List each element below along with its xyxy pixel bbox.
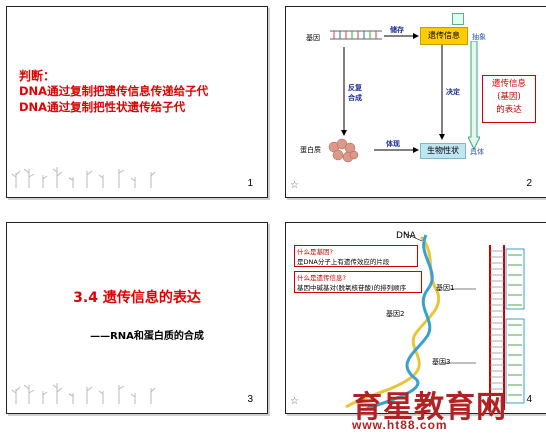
slide-2[interactable]: 基因 储存 遗传信息 抽象 反复 合成 决定 遗传信息 (基因) 的表达 蛋白质 (285, 6, 546, 198)
concrete-label: 具体 (470, 148, 484, 156)
abstract-to-concrete-arrow (468, 41, 480, 151)
star-icon: ☆ (290, 396, 299, 407)
watermark-url: www.ht88.com (352, 418, 448, 432)
sequence-ladder-icon (482, 245, 526, 410)
flow-arrows (341, 33, 445, 153)
slide1-heading: 判断： (19, 69, 56, 83)
plant-decoration-icon (11, 167, 156, 188)
arrow-left-label-1: 反复 (348, 84, 362, 92)
arrow-manifest-label: 体现 (386, 140, 400, 148)
protein-label: 蛋白质 (300, 146, 321, 154)
gene2-label: 基因2 (386, 310, 405, 318)
question-2: 什么是遗传信息? (297, 274, 346, 282)
callout-line-3: 的表达 (496, 105, 522, 115)
trait-box: 生物性状 (420, 143, 466, 159)
slide3-title: 3.4 遗传信息的表达 (73, 290, 201, 306)
page-number: 3 (247, 394, 253, 405)
frame-icon (452, 13, 464, 25)
info-question-box: 什么是遗传信息? 基因中碱基对(脱氧核苷酸)的排列顺序 (294, 271, 422, 293)
arrow-decide-label: 决定 (446, 88, 460, 96)
genetic-info-box: 遗传信息 (420, 27, 468, 45)
abstract-label: 抽象 (472, 33, 486, 41)
dna-strip-icon (330, 30, 382, 40)
protein-blob-icon (328, 138, 359, 163)
gene-label: 基因 (306, 34, 320, 42)
slide-4[interactable]: DNA 什么是基因? 是DNA分子上有遗传效应的片段 什么是遗传信息? 基因中碱… (285, 222, 546, 414)
callout-line-1: 遗传信息 (491, 79, 526, 89)
answer-2: 基因中碱基对(脱氧核苷酸)的排列顺序 (297, 284, 407, 292)
answer-1: 是DNA分子上有遗传效应的片段 (297, 258, 390, 266)
arrow-store-label: 储存 (390, 26, 404, 34)
slide-3[interactable]: 3.4 遗传信息的表达 ——RNA和蛋白质的合成 3 (6, 222, 268, 414)
star-icon: ☆ (290, 180, 299, 191)
gene-question-box: 什么是基因? 是DNA分子上有遗传效应的片段 (294, 245, 418, 267)
gene3-label: 基因3 (432, 358, 451, 366)
gene1-label: 基因1 (436, 284, 455, 292)
page-number: 4 (526, 394, 532, 405)
page-number: 1 (247, 178, 253, 189)
expression-callout: 遗传信息 (基因) 的表达 (482, 75, 536, 123)
question-1: 什么是基因? (297, 248, 333, 256)
slide3-subtitle: ——RNA和蛋白质的合成 (90, 331, 204, 342)
watermark-logo-text: 育星教育网 (352, 390, 507, 425)
page-number: 2 (526, 178, 532, 189)
slide1-line1: DNA通过复制把遗传信息传递给子代 (19, 84, 209, 98)
dna-helix-icon (345, 232, 476, 411)
arrow-left-label-2: 合成 (348, 94, 362, 102)
callout-line-2: (基因) (497, 92, 521, 102)
dna-label: DNA (396, 231, 416, 241)
slide1-line2: DNA通过复制把性状遗传给子代 (19, 100, 186, 114)
slide-1[interactable]: 判断： DNA通过复制把遗传信息传递给子代 DNA通过复制把性状遗传给子代 1 (6, 6, 268, 198)
plant-decoration-icon (11, 383, 156, 404)
